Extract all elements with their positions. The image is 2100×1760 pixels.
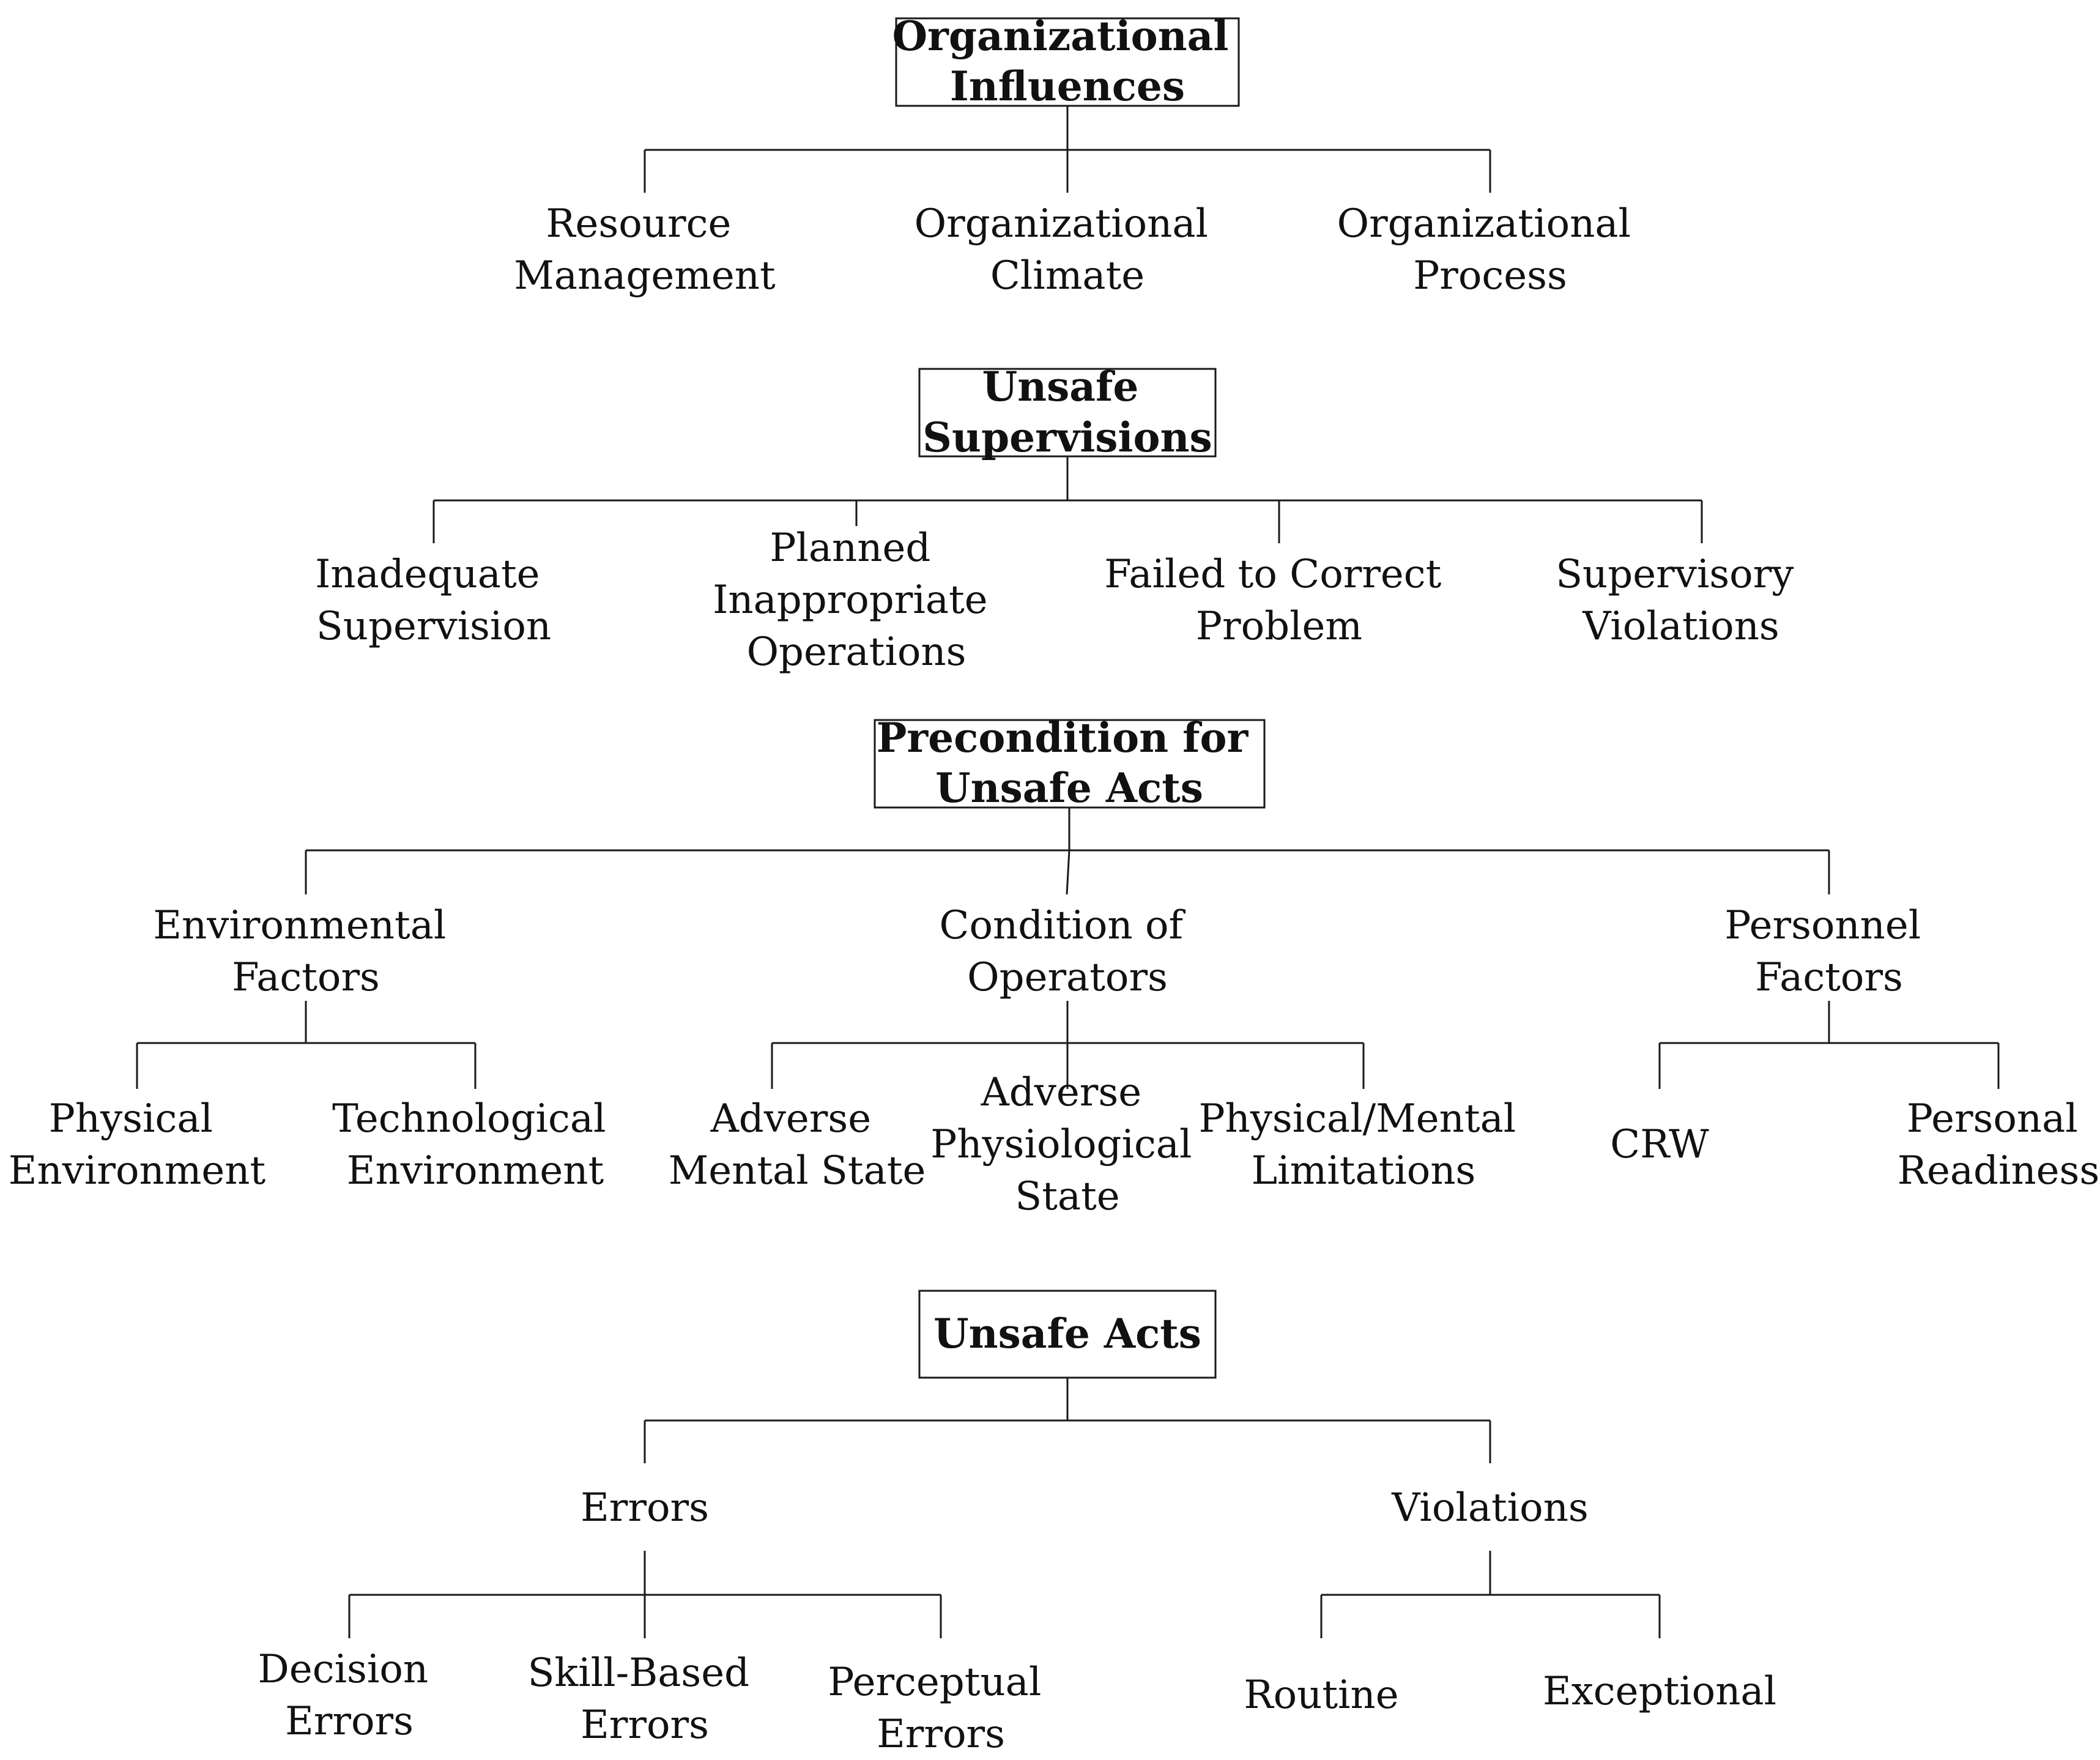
node-skill-based-errors: Skill-Based Errors bbox=[528, 1650, 762, 1748]
section-organizational-influences: Organizational Influences Resource Manag… bbox=[514, 12, 1644, 299]
section-precondition-for-unsafe-acts: Precondition for Unsafe Acts Environment… bbox=[9, 714, 2099, 1219]
node-failed-to-correct-problem: Failed to Correct Problem bbox=[1104, 552, 1453, 649]
node-perceptual-errors: Perceptual Errors bbox=[828, 1660, 1053, 1757]
unsafe-acts-title: Unsafe Acts bbox=[933, 1310, 1201, 1357]
node-personal-readiness: Personal Readiness bbox=[1898, 1096, 2099, 1194]
node-exceptional: Exceptional bbox=[1543, 1669, 1776, 1714]
node-technological-environment: Technological Environment bbox=[332, 1096, 618, 1194]
node-organizational-climate: Organizational Climate bbox=[915, 201, 1221, 299]
organizational-influences-box bbox=[895, 17, 1240, 107]
node-organizational-process: Organizational Process bbox=[1337, 201, 1644, 299]
node-inadequate-supervision: Inadequate Supervision bbox=[315, 552, 552, 649]
node-adverse-physiological-state: Adverse Physiological State bbox=[930, 1070, 1204, 1219]
precondition-box bbox=[874, 719, 1266, 809]
node-routine: Routine bbox=[1244, 1673, 1398, 1718]
node-resource-management: Resource Management bbox=[514, 201, 776, 299]
unsafe-acts-box bbox=[918, 1290, 1217, 1379]
node-planned-inappropriate-operations: Planned Inappropriate Operations bbox=[713, 525, 1000, 675]
node-crw: CRW bbox=[1610, 1122, 1709, 1167]
organizational-influences-title: Organizational Influences bbox=[892, 12, 1243, 110]
unsafe-supervisions-title: Unsafe Supervisions bbox=[922, 363, 1212, 461]
node-physical-mental-limitations: Physical/Mental Limitations bbox=[1198, 1096, 1528, 1194]
group-condition-of-operators: Condition of Operators bbox=[940, 903, 1196, 1000]
pre-connector-drop-2 bbox=[1066, 850, 1070, 895]
node-supervisory-violations: Supervisory Violations bbox=[1556, 552, 1806, 649]
node-physical-environment: Physical Environment bbox=[9, 1096, 266, 1194]
precondition-title: Precondition for Unsafe Acts bbox=[877, 714, 1263, 812]
group-violations: Violations bbox=[1391, 1485, 1589, 1531]
section-unsafe-acts: Unsafe Acts Errors Decision Errors Skill… bbox=[258, 1290, 1776, 1757]
group-errors: Errors bbox=[581, 1485, 709, 1531]
node-decision-errors: Decision Errors bbox=[258, 1647, 441, 1744]
group-environmental-factors: Environmental Factors bbox=[153, 903, 458, 1000]
group-personnel-factors: Personnel Factors bbox=[1724, 903, 1933, 1000]
node-adverse-mental-state: Adverse Mental State bbox=[669, 1096, 926, 1194]
section-unsafe-supervisions: Unsafe Supervisions Inadequate Supervisi… bbox=[315, 363, 1806, 675]
unsafe-supervisions-box bbox=[918, 368, 1217, 458]
